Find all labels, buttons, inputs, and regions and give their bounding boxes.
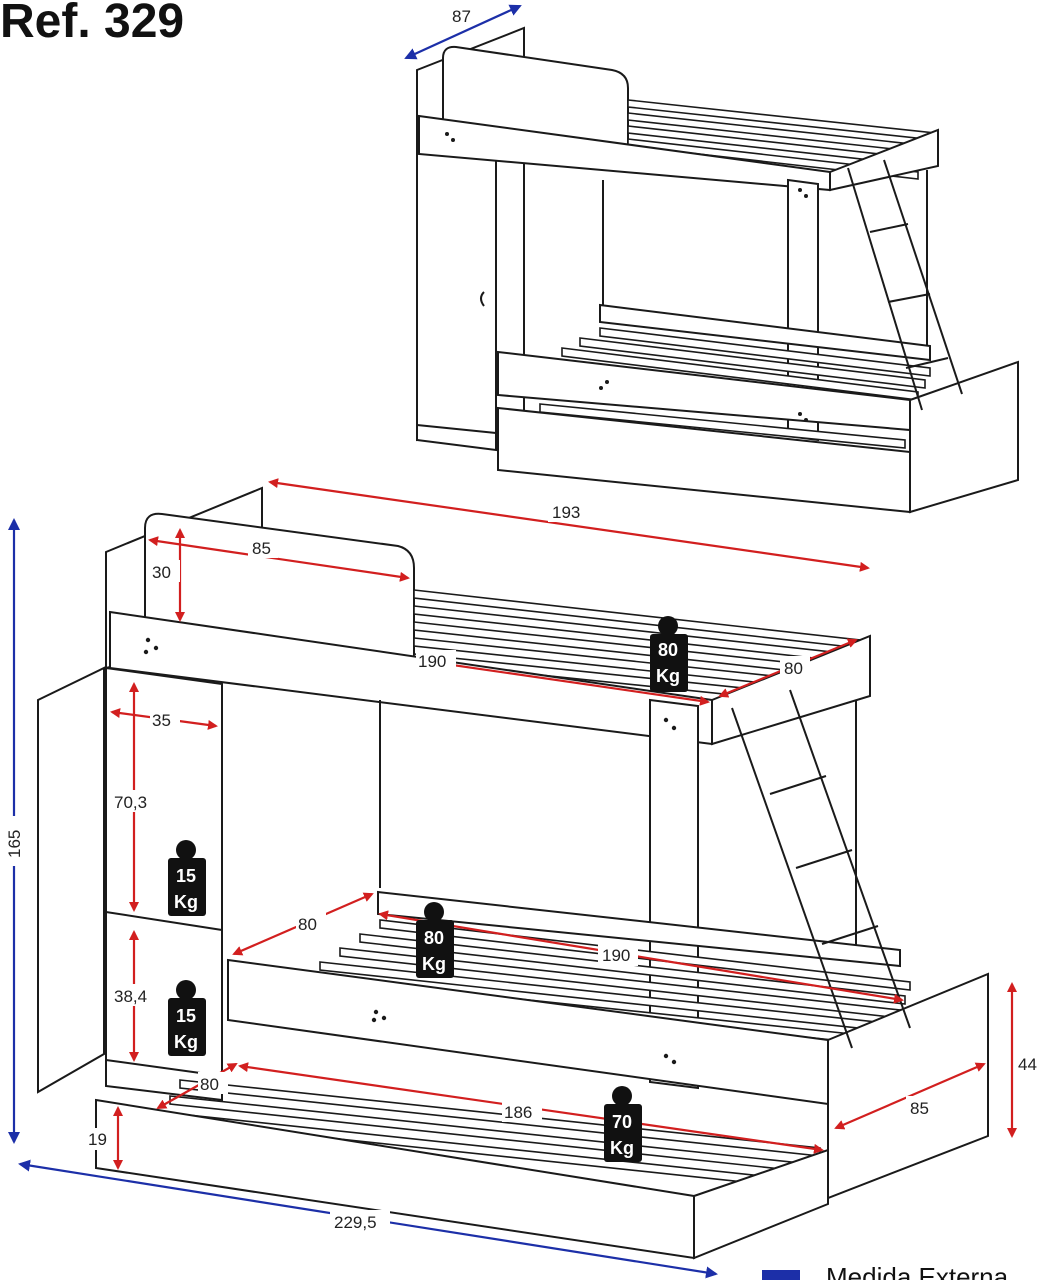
reference-title: Ref. 329 (0, 0, 185, 48)
dim-headboard-height: 30 (152, 563, 171, 582)
weight-trundle-value: 70 (612, 1112, 632, 1132)
dim-trundle-width: 80 (200, 1075, 219, 1094)
weight-lower-bed-value: 80 (424, 928, 444, 948)
weight-upper-shelf-unit: Kg (174, 892, 198, 912)
dim-upper-bed-width: 80 (784, 659, 803, 678)
dim-shelf-depth: 35 (152, 711, 171, 730)
top-view-depth-label: 87 (452, 7, 471, 26)
dim-total-height: 165 (5, 830, 24, 858)
weight-icon-lower-shelf: 15 Kg (168, 980, 206, 1056)
weight-trundle-unit: Kg (610, 1138, 634, 1158)
dim-base-height: 44 (1018, 1055, 1037, 1074)
weight-lower-shelf-unit: Kg (174, 1032, 198, 1052)
weight-upper-bed-value: 80 (658, 640, 678, 660)
weight-icon-upper-shelf: 15 Kg (168, 840, 206, 916)
dim-trundle-height: 19 (88, 1130, 107, 1149)
weight-icon-upper-bed: 80 Kg (650, 616, 688, 692)
weight-upper-shelf-value: 15 (176, 866, 196, 886)
weight-lower-bed-unit: Kg (422, 954, 446, 974)
legend-color-swatch (762, 1270, 800, 1280)
dim-upper-shelf-height: 70,3 (114, 793, 147, 812)
dim-lower-bed-length: 190 (602, 946, 630, 965)
top-view-drawing (404, 4, 1019, 514)
legend-label: Medida Externa (826, 1262, 1009, 1280)
weight-lower-shelf-value: 15 (176, 1006, 196, 1026)
dim-overall-length: 193 (552, 503, 580, 522)
dim-lower-bed-width: 80 (298, 915, 317, 934)
weight-icon-trundle: 70 Kg (604, 1086, 642, 1162)
dim-trundle-length: 186 (504, 1103, 532, 1122)
dim-headboard-width: 85 (252, 539, 271, 558)
dim-upper-bed-length: 190 (418, 652, 446, 671)
weight-upper-bed-unit: Kg (656, 666, 680, 686)
dim-base-depth: 85 (910, 1099, 929, 1118)
dim-lower-shelf-height: 38,4 (114, 987, 147, 1006)
dim-overall-width: 229,5 (334, 1213, 377, 1232)
weight-icon-lower-bed: 80 Kg (416, 902, 454, 978)
